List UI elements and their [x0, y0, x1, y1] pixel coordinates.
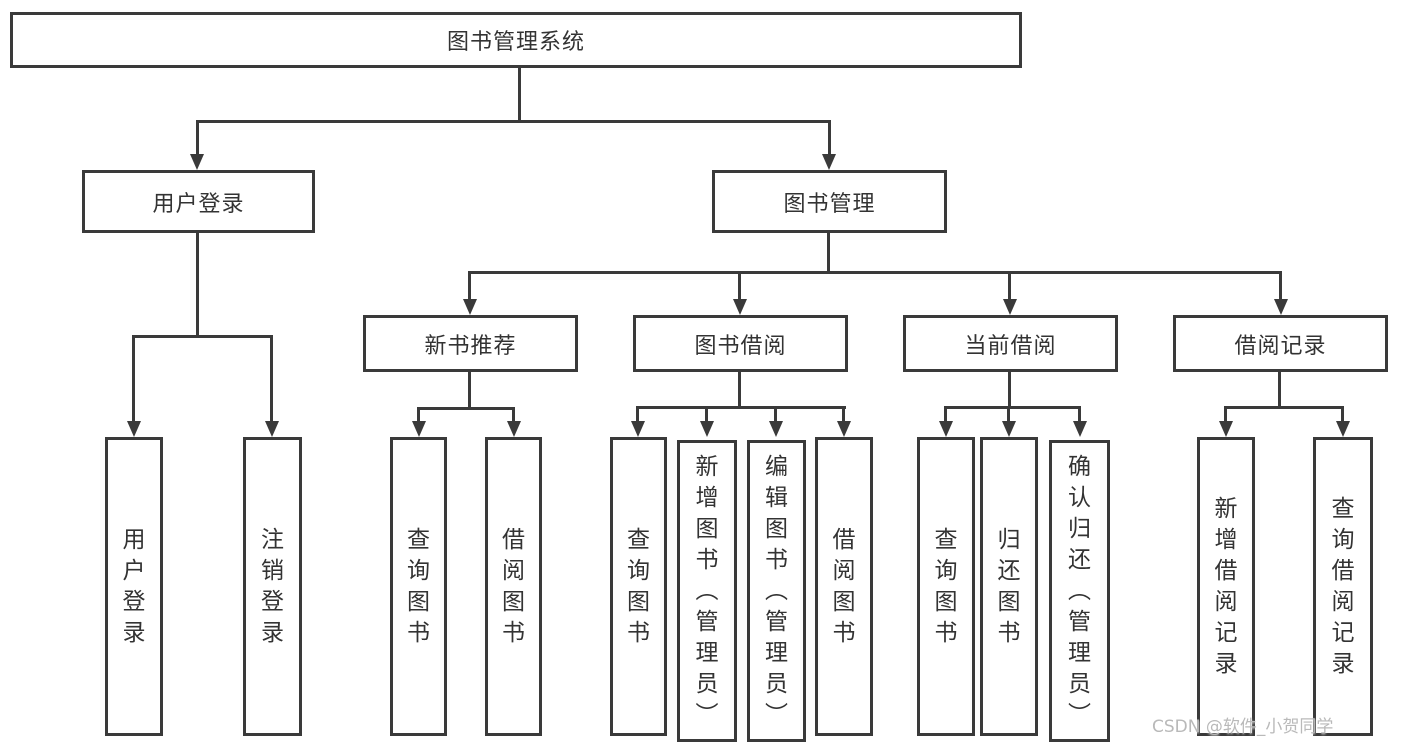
connector-book-mgmt-horizontal: [468, 271, 1282, 274]
leaf-recs-add-record: 新增借阅记录: [1197, 437, 1255, 736]
leaf-label: 查询图书: [407, 526, 430, 646]
arrow-down-icon: [939, 421, 953, 437]
connector-drop-book-borrow: [738, 271, 741, 299]
leaf-bor-borrow-book: 借阅图书: [815, 437, 873, 736]
arrow-down-icon: [769, 421, 783, 437]
connector-drop-user-login: [196, 120, 199, 154]
arrow-down-icon: [1336, 421, 1350, 437]
leaf-label: 借阅图书: [502, 526, 525, 646]
leaf-label: 注销登录: [261, 526, 284, 646]
leaf-label: 归还图书: [997, 526, 1021, 646]
leaf-rec-borrow-book: 借阅图书: [485, 437, 542, 736]
node-current-borrow: 当前借阅: [903, 315, 1118, 372]
node-root-label: 图书管理系统: [446, 30, 585, 55]
connector-drop: [774, 406, 777, 421]
leaf-label: 查询图书: [627, 526, 650, 646]
leaf-user-login: 用户登录: [105, 437, 163, 736]
leaf-bor-add-book-admin: 新增图书︵管理员︶: [677, 440, 737, 742]
node-user-login: 用户登录: [82, 170, 315, 233]
leaf-label: 借阅图书: [832, 526, 856, 646]
connector-drop: [512, 407, 515, 421]
arrow-down-icon: [507, 421, 521, 437]
connector-user-login-stem: [196, 233, 199, 335]
arrow-down-icon: [127, 421, 141, 437]
node-borrow-records-label: 借阅记录: [1234, 333, 1327, 359]
leaf-cur-return-book: 归还图书: [980, 437, 1038, 736]
connector-drop: [1007, 406, 1010, 421]
leaf-label: 新增图书︵管理员︶: [695, 453, 719, 728]
arrow-down-icon: [733, 299, 747, 315]
connector-drop-new-book: [468, 271, 471, 299]
connector-drop: [705, 406, 708, 421]
node-book-borrow: 图书借阅: [633, 315, 848, 372]
leaf-cur-confirm-return-admin: 确认归还︵管理员︶: [1049, 440, 1110, 742]
node-new-book-rec-label: 新书推荐: [424, 333, 517, 359]
connector-root-horizontal: [196, 120, 831, 123]
leaf-label: 用户登录: [122, 526, 146, 646]
leaf-recs-query-record: 查询借阅记录: [1313, 437, 1373, 736]
arrow-down-icon: [700, 421, 714, 437]
connector-drop-leaf-logout: [270, 335, 273, 421]
connector-drop: [1224, 406, 1227, 421]
arrow-down-icon: [463, 299, 477, 315]
arrow-down-icon: [1073, 421, 1087, 437]
arrow-down-icon: [265, 421, 279, 437]
node-current-borrow-label: 当前借阅: [964, 333, 1057, 359]
connector-drop: [842, 406, 845, 421]
leaf-logout: 注销登录: [243, 437, 302, 736]
leaf-rec-query-book: 查询图书: [390, 437, 447, 736]
node-book-mgmt: 图书管理: [712, 170, 947, 233]
arrow-down-icon: [631, 421, 645, 437]
connector-drop-book-mgmt: [828, 120, 831, 154]
connector-book-mgmt-stem: [827, 233, 830, 271]
connector-drop: [1341, 406, 1344, 421]
arrow-down-icon: [1274, 299, 1288, 315]
node-book-borrow-label: 图书借阅: [694, 333, 787, 359]
arrow-down-icon: [1002, 421, 1016, 437]
connector-drop-current-borrow: [1008, 271, 1011, 299]
connector-book-borrow-horizontal: [636, 406, 846, 409]
node-borrow-records: 借阅记录: [1173, 315, 1388, 372]
connector-drop-leaf-login: [132, 335, 135, 421]
arrow-down-icon: [1219, 421, 1233, 437]
connector-drop: [636, 406, 639, 421]
leaf-label: 确认归还︵管理员︶: [1068, 453, 1091, 728]
connector-drop: [1078, 406, 1081, 421]
leaf-label: 编辑图书︵管理员︶: [765, 453, 788, 728]
arrow-down-icon: [1003, 299, 1017, 315]
connector-new-book-horizontal: [417, 407, 515, 410]
leaf-cur-query-book: 查询图书: [917, 437, 975, 736]
connector-current-borrow-horizontal: [944, 406, 1080, 409]
connector-drop-borrow-records: [1279, 271, 1282, 299]
connector-new-book-stem: [468, 372, 471, 407]
leaf-label: 查询图书: [934, 526, 958, 646]
connector-user-login-horizontal: [132, 335, 273, 338]
csdn-watermark: CSDN @软件_小贺同学: [1152, 717, 1334, 737]
connector-drop: [944, 406, 947, 421]
leaf-bor-edit-book-admin: 编辑图书︵管理员︶: [747, 440, 806, 742]
arrow-down-icon: [412, 421, 426, 437]
node-user-login-label: 用户登录: [152, 191, 245, 217]
arrow-down-icon: [190, 154, 204, 170]
connector-drop: [417, 407, 420, 421]
connector-borrow-records-horizontal: [1224, 406, 1344, 409]
connector-root-stem: [518, 68, 521, 120]
connector-book-borrow-stem: [738, 372, 741, 406]
leaf-label: 新增借阅记录: [1214, 495, 1238, 677]
connector-current-borrow-stem: [1008, 372, 1011, 406]
node-root: 图书管理系统: [10, 12, 1022, 68]
arrow-down-icon: [837, 421, 851, 437]
connector-borrow-records-stem: [1278, 372, 1281, 406]
node-book-mgmt-label: 图书管理: [783, 191, 876, 217]
arrow-down-icon: [822, 154, 836, 170]
leaf-bor-query-book: 查询图书: [610, 437, 667, 736]
leaf-label: 查询借阅记录: [1331, 495, 1355, 677]
node-new-book-rec: 新书推荐: [363, 315, 578, 372]
